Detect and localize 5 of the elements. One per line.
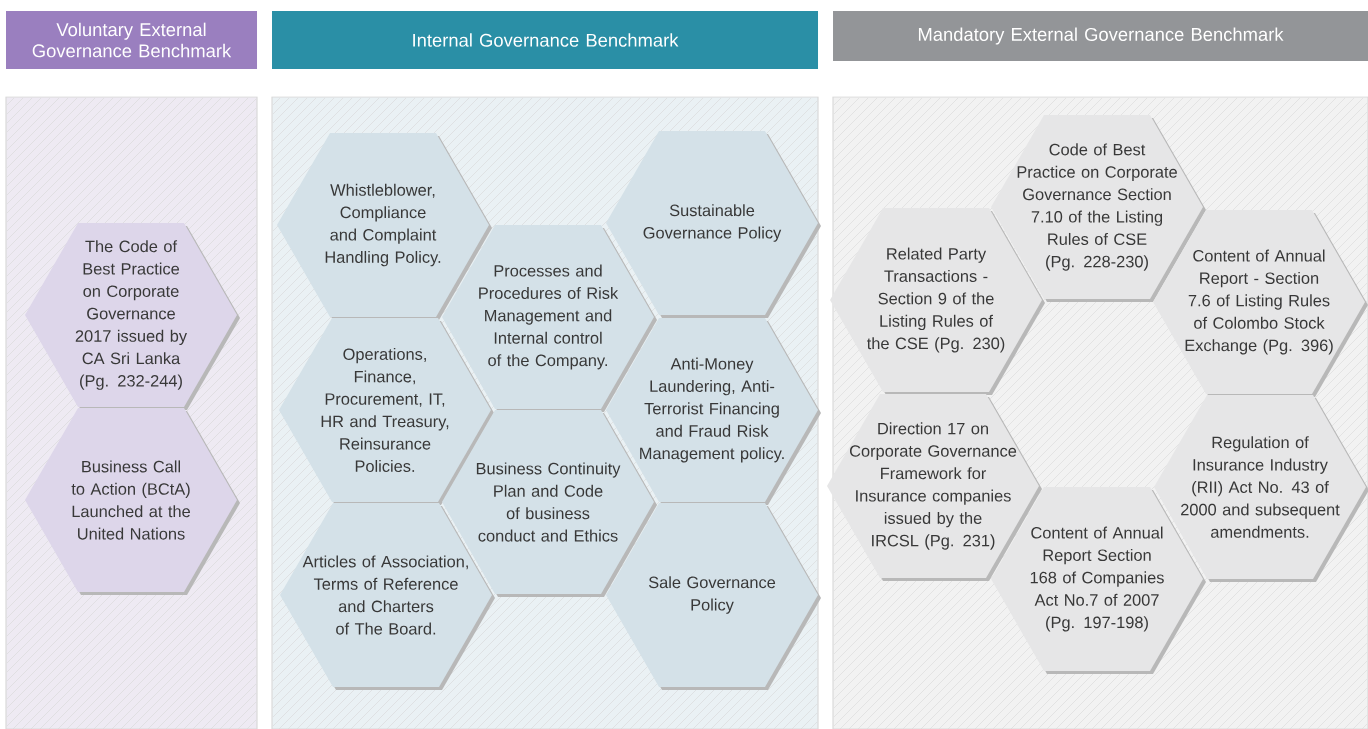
header-band: Internal Governance Benchmark: [272, 11, 818, 69]
hexagon: Business Call to Action (BCtA) Launched at the United Nations: [25, 408, 240, 595]
header-band: Voluntary External Governance Benchmark: [6, 11, 257, 69]
header-band: Mandatory External Governance Benchmark: [833, 11, 1368, 61]
hexagon: The Code of Best Practice on Corporate Governance 2017 issued by CA Sri Lanka (Pg. 232-244): [25, 223, 240, 410]
